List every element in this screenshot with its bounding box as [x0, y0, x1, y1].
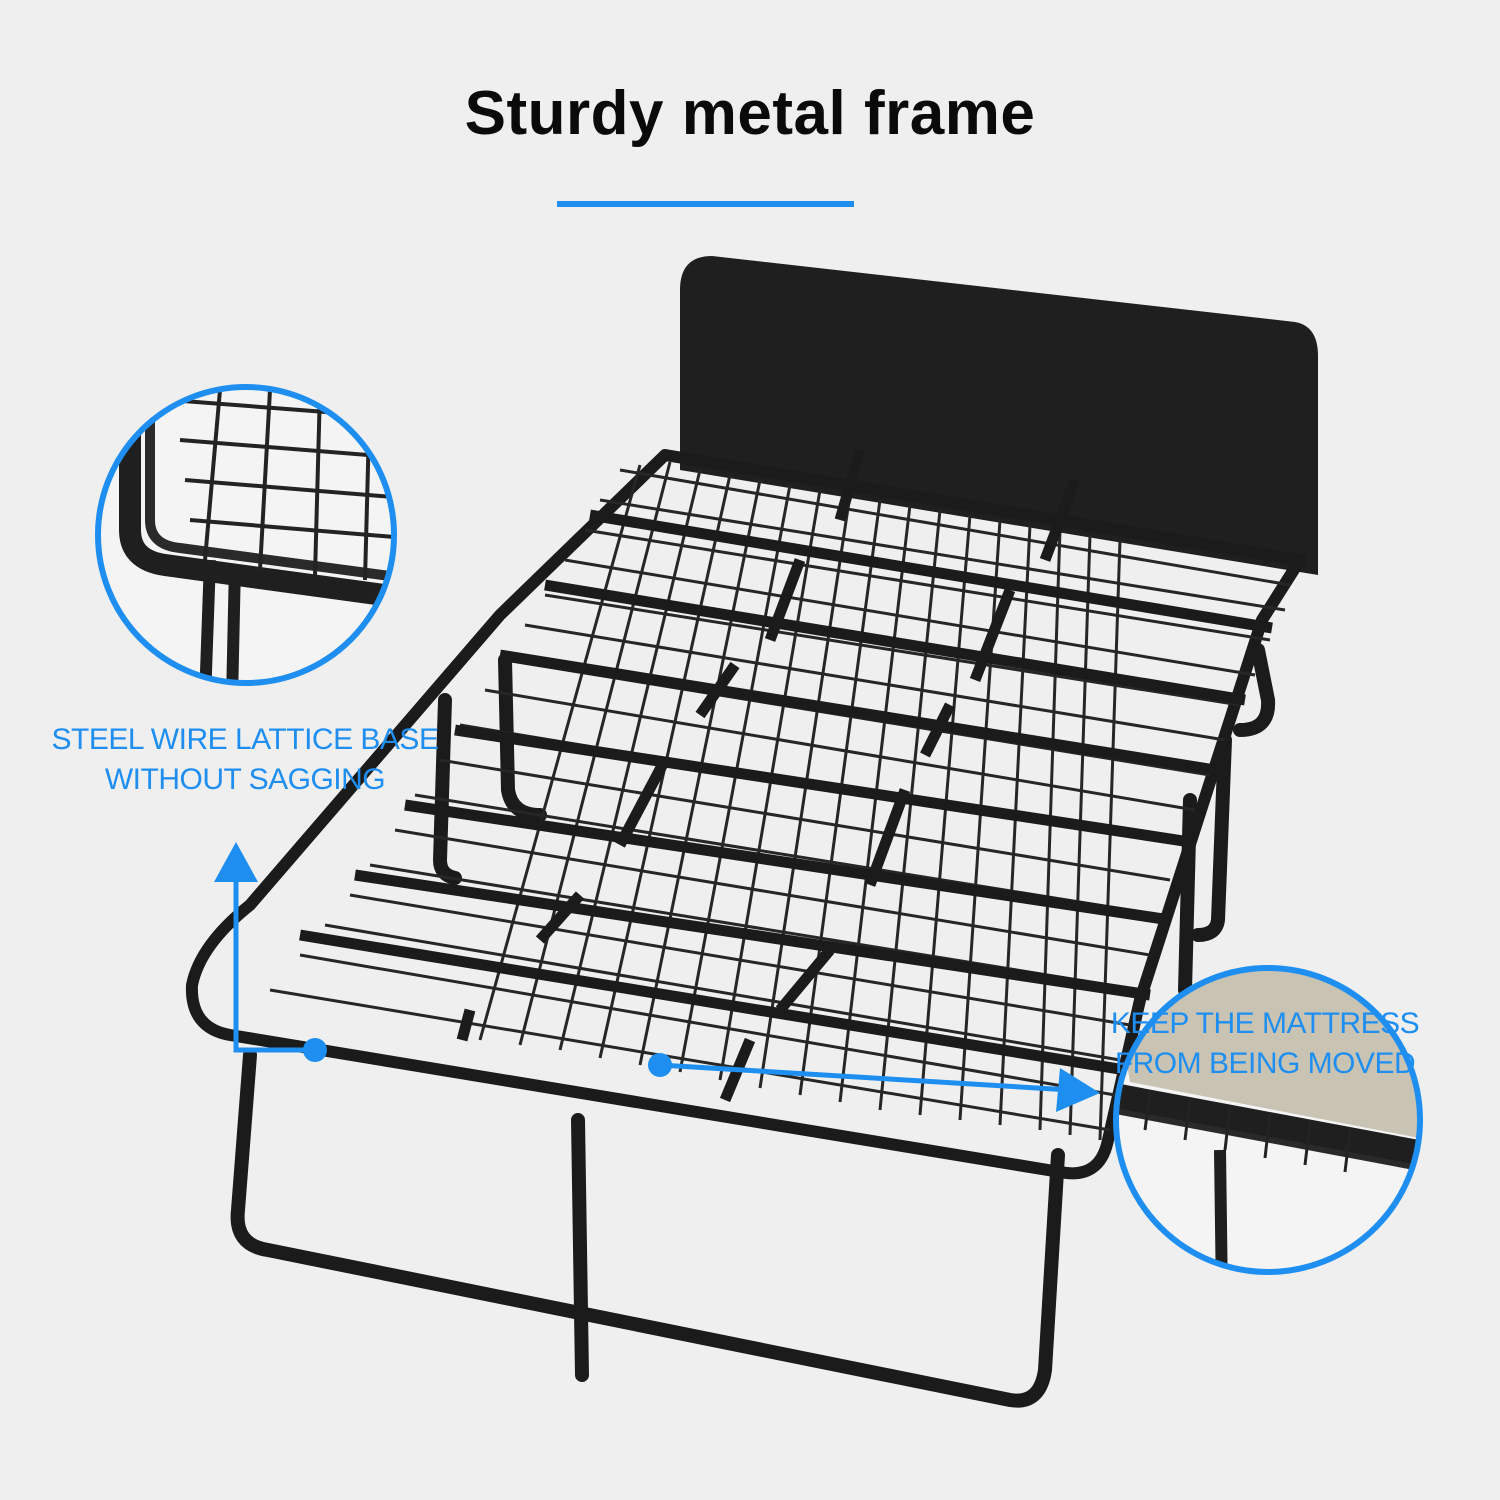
page-title: Sturdy metal frame	[464, 79, 1036, 148]
lattice-callout-line1: STEEL WIRE LATTICE BASE	[51, 723, 439, 756]
mattress-detail-zoom	[1113, 965, 1423, 1275]
arrow-heads	[214, 842, 1100, 1112]
lattice-callout-line2: WITHOUT SAGGING	[104, 763, 386, 796]
mattress-callout: KEEP THE MATTRESS FROM BEING MOVED	[1090, 1004, 1440, 1084]
bed-frame-outline	[185, 449, 1306, 1180]
frame-cross-bars	[299, 448, 1273, 1103]
lattice-callout: STEEL WIRE LATTICE BASE WITHOUT SAGGING	[45, 720, 445, 800]
bed-legs	[230, 643, 1276, 1408]
mattress-callout-line1: KEEP THE MATTRESS	[1110, 1007, 1420, 1040]
mattress-callout-line2: FROM BEING MOVED	[1114, 1047, 1416, 1080]
headboard	[680, 256, 1318, 575]
dimension-arrows	[233, 870, 1071, 1093]
lattice-detail-zoom	[95, 384, 397, 686]
title-underline	[557, 201, 854, 207]
